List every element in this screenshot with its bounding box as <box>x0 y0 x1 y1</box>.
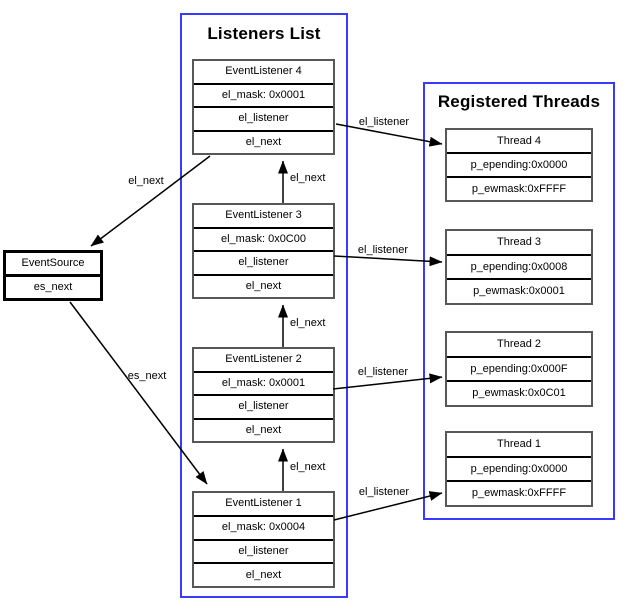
eventlistener-4-el-listener: el_listener <box>194 108 333 132</box>
label-el-listener-4: el_listener <box>359 116 409 128</box>
label-el-listener-2: el_listener <box>358 366 408 378</box>
label-el-listener-1: el_listener <box>359 486 409 498</box>
eventlistener-4-node: EventListener 4 el_mask: 0x0001 el_liste… <box>192 59 335 155</box>
eventlistener-1-el-listener: el_listener <box>194 541 333 565</box>
eventlistener-4-el-next: el_next <box>245 135 282 148</box>
thread-3-title: Thread 3 <box>447 231 591 256</box>
registered-threads-panel <box>423 82 615 520</box>
eventlistener-4-title: EventListener 4 <box>194 61 333 85</box>
eventlistener-1-el-mask: el_mask: 0x0004 <box>194 517 333 541</box>
thread-3-node: Thread 3 p_epending:0x0008 p_ewmask:0x00… <box>445 229 593 305</box>
eventlistener-1-el-next: el_next <box>245 568 282 581</box>
eventlistener-1-node: EventListener 1 el_mask: 0x0004 el_liste… <box>192 491 335 588</box>
eventlistener-4-el-mask: el_mask: 0x0001 <box>194 85 333 108</box>
label-el-listener-3: el_listener <box>358 244 408 256</box>
eventlistener-2-el-next: el_next <box>245 423 282 436</box>
eventsource-title: EventSource <box>6 253 100 277</box>
listeners-list-title: Listeners List <box>207 24 321 43</box>
thread-1-title: Thread 1 <box>447 433 591 458</box>
eventlistener-2-title: EventListener 2 <box>194 349 333 373</box>
eventlistener-3-el-next: el_next <box>245 279 282 292</box>
thread-4-p-ewmask: p_ewmask:0xFFFF <box>471 182 567 195</box>
eventsource-es-next: es_next <box>33 281 73 293</box>
label-es-next: es_next <box>128 370 167 382</box>
registered-threads-title: Registered Threads <box>437 92 601 111</box>
thread-4-node: Thread 4 p_epending:0x0000 p_ewmask:0xFF… <box>445 128 593 202</box>
thread-2-node: Thread 2 p_epending:0x000F p_ewmask:0x0C… <box>445 331 593 407</box>
eventlistener-2-el-mask: el_mask: 0x0001 <box>194 373 333 396</box>
thread-1-node: Thread 1 p_epending:0x0000 p_ewmask:0xFF… <box>445 431 593 507</box>
eventlistener-1-title: EventListener 1 <box>194 493 333 517</box>
thread-4-p-epending: p_epending:0x0000 <box>447 154 591 178</box>
eventlistener-3-title: EventListener 3 <box>194 205 333 229</box>
thread-2-p-ewmask: p_ewmask:0x0C01 <box>472 387 566 400</box>
thread-2-p-epending: p_epending:0x000F <box>447 358 591 383</box>
eventlistener-3-node: EventListener 3 el_mask: 0x0C00 el_liste… <box>192 203 335 299</box>
thread-1-p-epending: p_epending:0x0000 <box>447 458 591 483</box>
thread-4-title: Thread 4 <box>447 130 591 154</box>
label-el-next-4-to-source: el_next <box>128 175 163 187</box>
eventlistener-2-node: EventListener 2 el_mask: 0x0001 el_liste… <box>192 347 335 443</box>
eventlistener-3-el-mask: el_mask: 0x0C00 <box>194 229 333 252</box>
thread-2-title: Thread 2 <box>447 333 591 358</box>
thread-1-p-ewmask: p_ewmask:0xFFFF <box>471 487 567 500</box>
eventsource-node: EventSource es_next <box>3 250 103 301</box>
thread-3-p-ewmask: p_ewmask:0x0001 <box>473 285 565 298</box>
eventlistener-3-el-listener: el_listener <box>194 252 333 276</box>
thread-3-p-epending: p_epending:0x0008 <box>447 256 591 281</box>
eventlistener-2-el-listener: el_listener <box>194 396 333 420</box>
